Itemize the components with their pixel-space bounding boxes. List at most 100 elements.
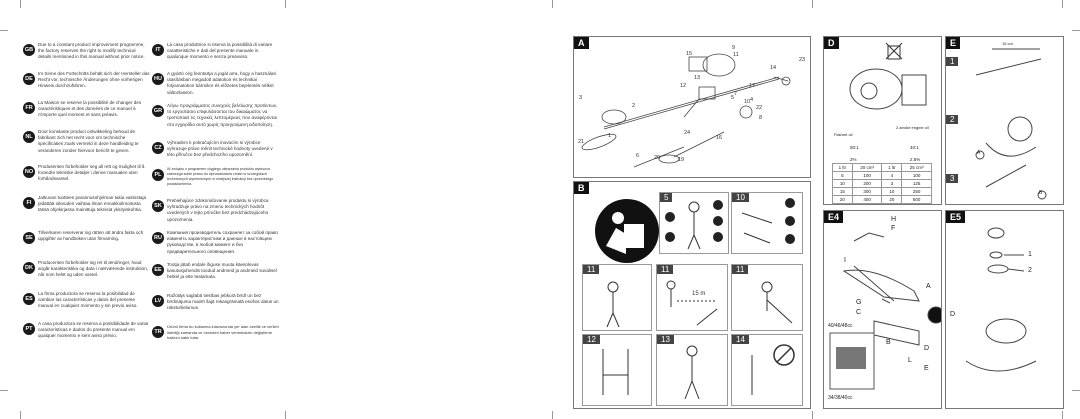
language-badge: GR (152, 105, 164, 117)
notice-text: Im Sinne des Fortschritts behält sich de… (38, 71, 150, 89)
language-badge: LV (152, 295, 164, 307)
trimming-icon (761, 281, 793, 324)
language-badge: NL (23, 131, 35, 143)
engine-drawing (849, 68, 927, 110)
table-header: 1 ltr (881, 163, 903, 172)
oil-type-label: Fiat/oet oil (834, 132, 853, 137)
prohibited-icon (751, 344, 795, 395)
notice-text: Door konstante product ontwikkeling beho… (38, 129, 139, 153)
notice-text: Due to a constant product improvement pr… (38, 42, 145, 60)
guard-blade-detail (829, 332, 875, 390)
notice-text: Ražotājs saglabā tiesības jebkurā brīdī … (167, 293, 279, 311)
operator-posture-icon (684, 345, 700, 400)
step-label: 2 (946, 115, 959, 124)
figure-e-line-setup: E 1 2 3 15 cm A B (945, 36, 1064, 205)
figure-b-safety: B 5 10 11 11 15 m 11 12 13 14 (573, 181, 811, 409)
callout-letter: B (886, 339, 891, 346)
language-badge: SK (152, 200, 164, 212)
language-badge: PL (152, 169, 164, 181)
figure-e5-spool-fitting: E5 1 2 D (945, 210, 1064, 409)
model-label: 34/38/40cc (828, 395, 853, 401)
language-badge: DK (23, 262, 35, 274)
bystander-distance-icon (666, 280, 718, 326)
callout-letter: H (891, 216, 897, 223)
table-cell: 200 (851, 179, 883, 188)
safety-step-tile: 5 (659, 192, 729, 254)
language-badge: GB (23, 44, 35, 56)
crop-mark (1062, 411, 1063, 419)
crop-mark (20, 0, 21, 8)
callout-letter: L (908, 357, 912, 364)
safety-step-tile: 11 15 m (656, 264, 728, 331)
part-number: 15 (686, 51, 693, 57)
notice-text: Tillverkaren reserverar sig rätten att ä… (38, 230, 144, 242)
step-label: 1 (946, 57, 959, 66)
step-label: 5 (660, 193, 673, 202)
notice-text: Prebiehajúce zdokonaľovanie produktu si … (167, 198, 269, 222)
part-number: 23 (799, 57, 806, 63)
figure-label: E5 (946, 211, 966, 223)
table-cell: 100 (851, 171, 883, 180)
crop-mark (285, 0, 286, 8)
part-number: 2 (632, 103, 636, 109)
notice-text: La Maison se reserve la possibilité de c… (38, 100, 142, 118)
language-badge: CZ (152, 142, 164, 154)
table-cell: 20 (832, 195, 853, 204)
crop-mark (1062, 0, 1063, 8)
figure-e4-guard-fitting: E4 H F I A G C B D L E 40/46/48cc 34/38/… (823, 210, 942, 409)
table-cell: 20 (881, 195, 903, 204)
notice-text: Produsenten forbeholder seg all rett og … (38, 164, 145, 182)
notice-text: Tootja jätab endale õiguse muuta käesole… (167, 262, 277, 280)
warning-symbols-icon (741, 198, 795, 244)
figure-label: B (574, 182, 589, 194)
crop-mark (1072, 30, 1080, 31)
part-number: 19 (678, 157, 685, 163)
crop-mark (552, 0, 553, 8)
figure-d-fuel-mix: D Fiat/oet oil 2-stroke engine oil 50:1 … (823, 36, 942, 205)
language-badge: NO (23, 166, 35, 178)
crop-mark (812, 411, 813, 419)
safety-step-tile: 10 (731, 192, 803, 254)
callout-letter: C (856, 309, 862, 316)
step-label: 11 (732, 265, 749, 274)
crop-mark (0, 390, 8, 391)
language-badge: SE (23, 232, 35, 244)
notice-text: A gyártó cég fenntartja a jogát arra, ho… (167, 71, 276, 95)
notice-text: Λόγω προγράμματος συνεχούς βελτίωσης προ… (167, 103, 278, 127)
table-cell: 100 (901, 171, 932, 180)
protective-gear-icon (665, 200, 723, 250)
table-cell: 15 (832, 187, 853, 196)
table-cell: 250 (901, 187, 932, 196)
table-cell: 400 (851, 195, 883, 204)
harness-icon (602, 349, 629, 395)
step-label: 14 (732, 335, 749, 344)
safety-step-tile: 12 (582, 334, 652, 406)
notice-text: Producenten forbeholder sig ret til ændr… (38, 260, 149, 278)
part-number: 10 (744, 99, 751, 105)
safety-step-tile: 13 (656, 334, 728, 406)
table-header: 20 cm³ (851, 163, 883, 172)
callout-letter: A (977, 150, 981, 156)
safety-step-tile: 11 (731, 264, 803, 331)
notice-text: Jatkuvan tuotteen parannusohjelman takia… (38, 195, 147, 213)
table-cell: 300 (851, 187, 883, 196)
callout-letter: I (844, 257, 846, 264)
callout-letter: E (924, 365, 929, 372)
safety-distance: 15 m (692, 291, 706, 297)
language-badge: EE (152, 264, 164, 276)
language-badge: DE (23, 73, 35, 85)
table-cell: 125 (901, 179, 932, 188)
part-number: 21 (578, 139, 585, 145)
language-badge: TR (152, 326, 164, 338)
